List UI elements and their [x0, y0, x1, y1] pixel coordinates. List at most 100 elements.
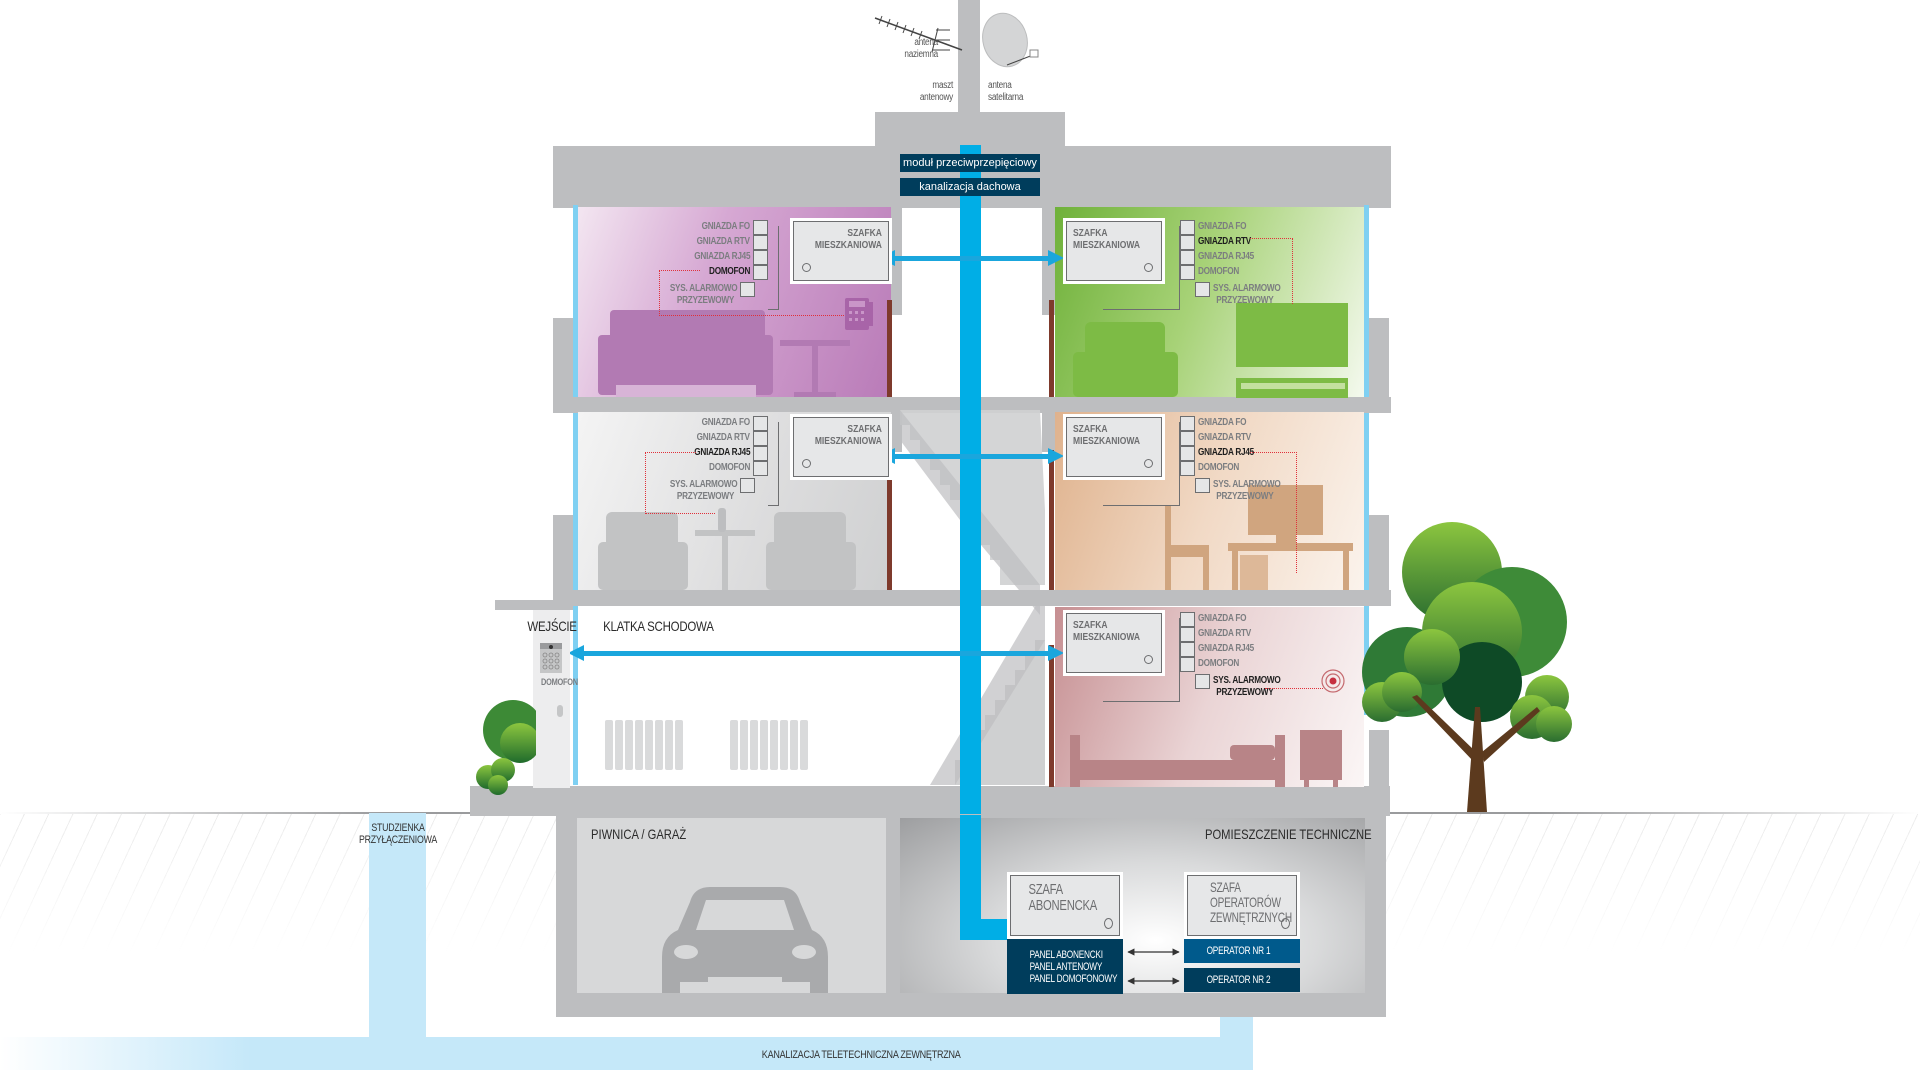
wall-stub: [1369, 730, 1389, 790]
socket-icon: [1180, 235, 1195, 250]
alarm-socket-icon: [740, 282, 755, 297]
door-f2-right: [1049, 450, 1054, 590]
table-icon: [780, 340, 850, 397]
socket-icon: [1180, 657, 1195, 672]
door-f3-right: [1049, 300, 1054, 397]
signal-line-rtv: [1250, 238, 1293, 304]
left-wall-insulation: [573, 205, 578, 785]
external-duct-label: KANALIZACJA TELETECHNICZNA ZEWNĘTRZNA: [761, 1049, 961, 1061]
entrance-canopy: [495, 600, 573, 610]
wiring-line: [768, 226, 779, 310]
socket-icon: [1180, 250, 1195, 265]
bed-icon: [1070, 735, 1285, 787]
cabinet-indicator-icon: [1144, 655, 1153, 664]
side-table-icon: [695, 530, 755, 590]
socket-icon: [753, 250, 768, 265]
socket-icon: [1180, 265, 1195, 280]
tree-icon: [1362, 522, 1572, 812]
socket-label: GNIAZDA RJ45: [694, 447, 750, 458]
armchair-right-icon: [766, 512, 856, 590]
operator-1: OPERATOR NR 1: [1184, 939, 1300, 963]
alarm-socket-icon: [740, 478, 755, 493]
socket-icon: [753, 265, 768, 280]
operator-2: OPERATOR NR 2: [1184, 968, 1300, 992]
entrance-label: WEJŚCIE: [527, 618, 577, 634]
wall-stub: [1369, 515, 1389, 595]
phone-icon: [718, 508, 726, 532]
signal-line-rj45-left: [645, 452, 696, 514]
link-arrow-f2: [879, 448, 1064, 464]
right-wall-insulation: [1364, 205, 1369, 715]
computer-desk-icon: [1228, 485, 1353, 590]
link-arrow-f3: [879, 250, 1064, 266]
terrestrial-antenna-icon: [874, 15, 963, 53]
socket-icon: [1180, 612, 1195, 627]
socket-label: GNIAZDA FO: [701, 221, 751, 232]
car-icon: [662, 887, 828, 993]
socket-label: GNIAZDA RJ45: [1198, 643, 1254, 654]
radiator-icon: [605, 720, 683, 770]
socket-icon: [1180, 431, 1195, 446]
signal-line-rj45-left-b: [645, 513, 715, 515]
signal-line-domofon-b: [659, 315, 844, 317]
socket-label: GNIAZDA RJ45: [1198, 447, 1254, 458]
cabinet-indicator-icon: [1144, 459, 1153, 468]
wiring-line: [768, 422, 779, 506]
intercom-label: DOMOFON: [541, 677, 578, 687]
wall-stub: [1369, 318, 1389, 398]
socket-label: DOMOFON: [1198, 658, 1240, 669]
socket-icon: [1180, 627, 1195, 642]
satellite-dish-icon: [982, 12, 1039, 68]
sofa-icon: [598, 310, 773, 397]
wall-stub: [553, 318, 573, 398]
alarm-socket-icon: [1195, 674, 1210, 689]
cabinet-indicator-icon: [802, 459, 811, 468]
cabinet-indicator-icon: [802, 263, 811, 272]
socket-icon: [753, 461, 768, 476]
vertical-riser: [960, 145, 981, 935]
socket-label: GNIAZDA RTV: [1198, 236, 1252, 247]
staircase-label: KLATKA SCHODOWA: [603, 618, 714, 634]
socket-icon: [1180, 446, 1195, 461]
technical-room-label: POMIESZCZENIE TECHNICZNE: [1205, 826, 1372, 842]
core-wall-right-2: [1042, 412, 1056, 452]
socket-icon: [1180, 642, 1195, 657]
signal-line-rj45-right: [1250, 452, 1297, 573]
socket-icon: [1180, 416, 1195, 431]
manhole-shaft: [369, 813, 426, 1039]
socket-icon: [753, 416, 768, 431]
tv-icon: [1236, 303, 1348, 398]
garage-label: PIWNICA / GARAŻ: [591, 826, 687, 842]
door-f2-left: [887, 450, 892, 590]
door-f3-left: [887, 300, 892, 397]
cabinet-indicator-icon: [1281, 918, 1290, 929]
socket-label: GNIAZDA FO: [1198, 417, 1247, 428]
wiring-line: [1103, 422, 1180, 506]
link-arrows-operators: [1127, 948, 1180, 985]
socket-label: DOMOFON: [708, 266, 750, 277]
antenna-mast: [958, 0, 980, 115]
nightstand-icon: [1300, 730, 1342, 787]
socket-label: GNIAZDA RJ45: [1198, 251, 1254, 262]
bush-icon: [476, 700, 536, 795]
radiator-icon: [730, 720, 808, 770]
signal-line-alarm: [1265, 688, 1323, 690]
link-arrow-f1: [568, 645, 1064, 661]
